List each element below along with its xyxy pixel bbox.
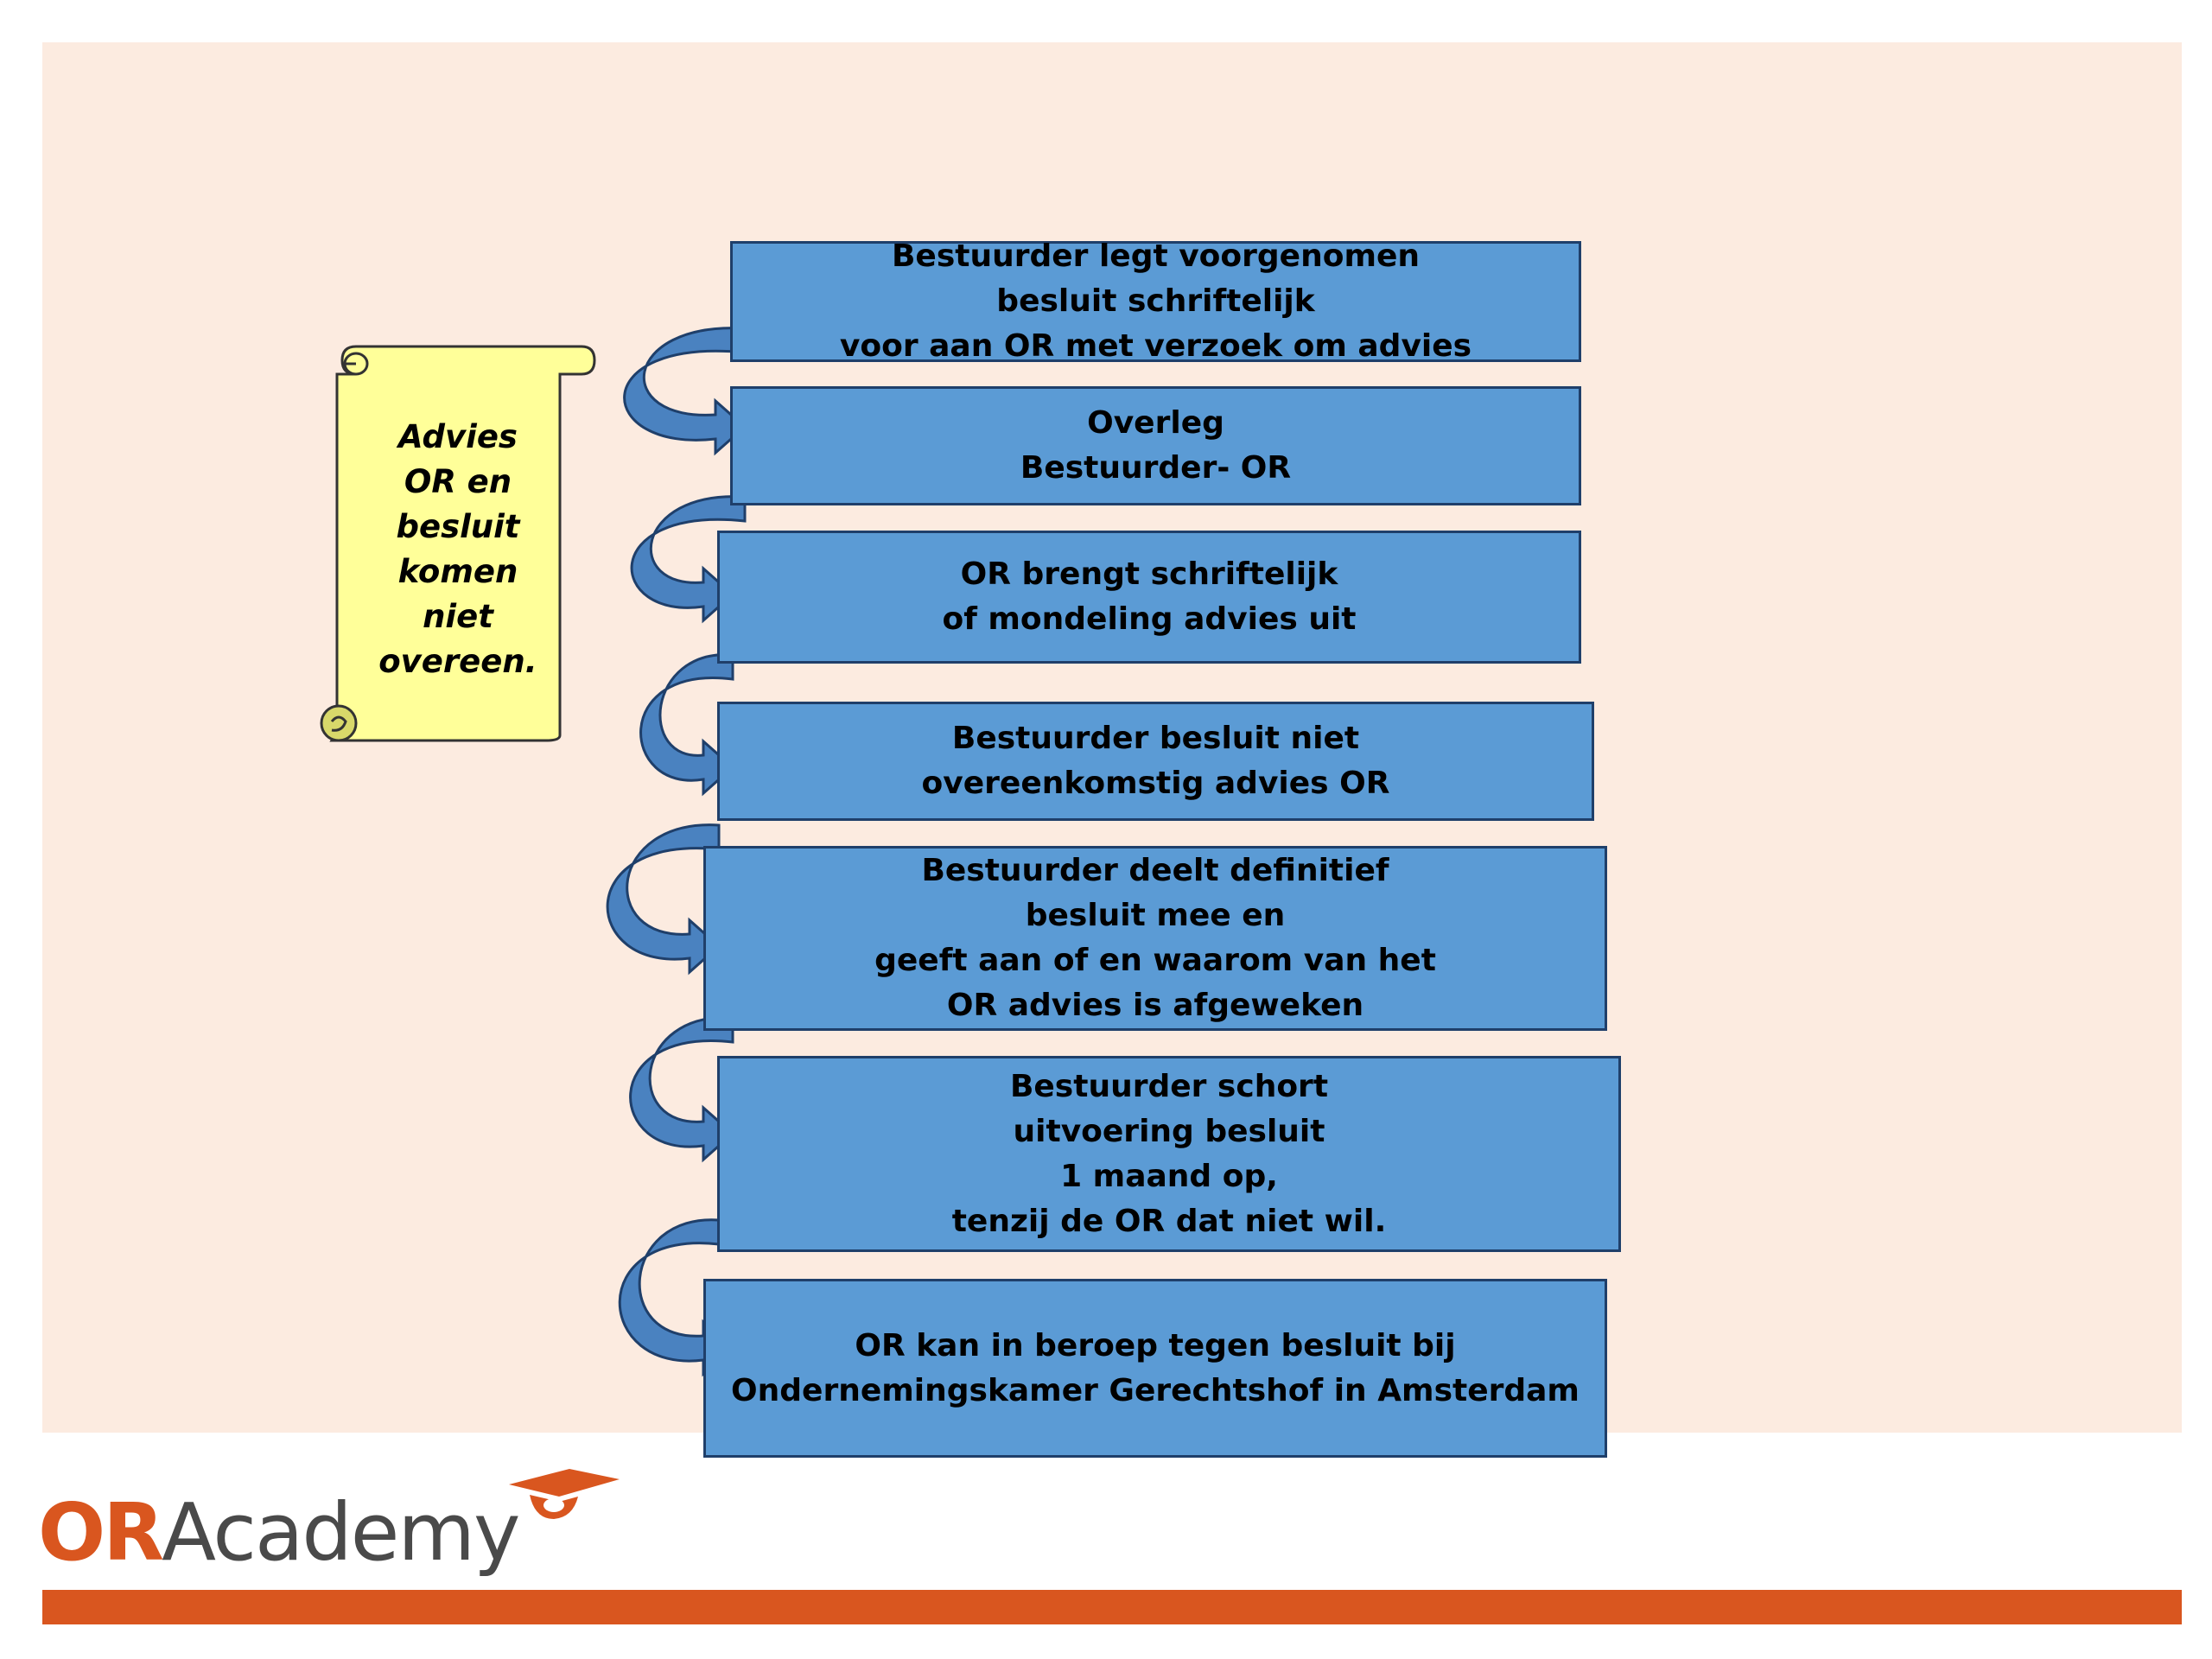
step-3-line-2: of mondeling advies uit	[942, 601, 1357, 637]
scroll-line-4: komen	[397, 553, 518, 590]
step-3-line-1: OR brengt schriftelijk	[960, 556, 1338, 592]
logo-academy-text: Academy	[162, 1486, 520, 1579]
step-4-line-2: overeenkomstig advies OR	[921, 766, 1390, 801]
step-box-2: Overleg Bestuurder- OR	[730, 386, 1581, 505]
step-6-line-4: tenzij de OR dat niet wil.	[951, 1203, 1387, 1239]
step-1-line-3: voor aan OR met verzoek om advies	[839, 328, 1472, 364]
step-box-7: OR kan in beroep tegen besluit bij Onder…	[703, 1279, 1607, 1458]
oracademy-logo: OR Academy	[38, 1469, 620, 1579]
step-1-line-2: besluit schriftelijk	[996, 283, 1315, 319]
curved-arrow-5	[629, 1016, 735, 1163]
step-5-line-3: geeft aan of en waarom van het	[874, 943, 1436, 978]
step-box-1: Bestuurder legt voorgenomen besluit schr…	[730, 238, 1581, 364]
curved-arrow-4	[606, 823, 721, 976]
scroll-line-6: overeen.	[378, 643, 537, 680]
step-box-5: Bestuurder deelt definitief besluit mee …	[703, 846, 1607, 1031]
step-7-line-2: Ondernemingskamer Gerechtshof in Amsterd…	[731, 1372, 1580, 1408]
scroll-line-2: OR en	[404, 463, 512, 500]
step-5-line-1: Bestuurder deelt definitief	[921, 853, 1389, 888]
step-6-line-3: 1 maand op,	[1060, 1158, 1278, 1194]
step-6-line-1: Bestuurder schort	[1009, 1068, 1329, 1104]
step-2-line-2: Bestuurder- OR	[1020, 450, 1292, 486]
curved-arrow-2	[630, 495, 747, 624]
scroll-text: Advies OR en besluit komen niet overeen.	[367, 415, 549, 684]
scroll-line-5: niet	[423, 598, 493, 635]
step-4-line-1: Bestuurder besluit niet	[951, 721, 1360, 756]
step-box-4: Bestuurder besluit niet overeenkomstig a…	[717, 702, 1594, 821]
step-6-line-2: uitvoering besluit	[1013, 1113, 1325, 1149]
curved-arrow-1	[623, 327, 747, 456]
footer-bar	[42, 1590, 2182, 1624]
step-7-line-1: OR kan in beroep tegen besluit bij	[855, 1327, 1456, 1363]
step-2-line-1: Overleg	[1087, 405, 1224, 441]
step-5-line-4: OR advies is afgeweken	[946, 988, 1364, 1023]
scroll-banner-icon	[320, 345, 596, 742]
logo-or-text: OR	[38, 1486, 164, 1579]
step-box-6: Bestuurder schort uitvoering besluit 1 m…	[717, 1056, 1621, 1252]
scroll-line-1: Advies	[398, 418, 518, 455]
step-5-line-2: besluit mee en	[1025, 898, 1286, 933]
graduation-cap-icon	[509, 1469, 620, 1519]
step-1-line-1: Bestuurder legt voorgenomen	[891, 238, 1421, 274]
curved-arrow-3	[639, 653, 735, 797]
step-box-3: OR brengt schriftelijk of mondeling advi…	[717, 531, 1581, 664]
scroll-line-3: besluit	[396, 508, 520, 545]
